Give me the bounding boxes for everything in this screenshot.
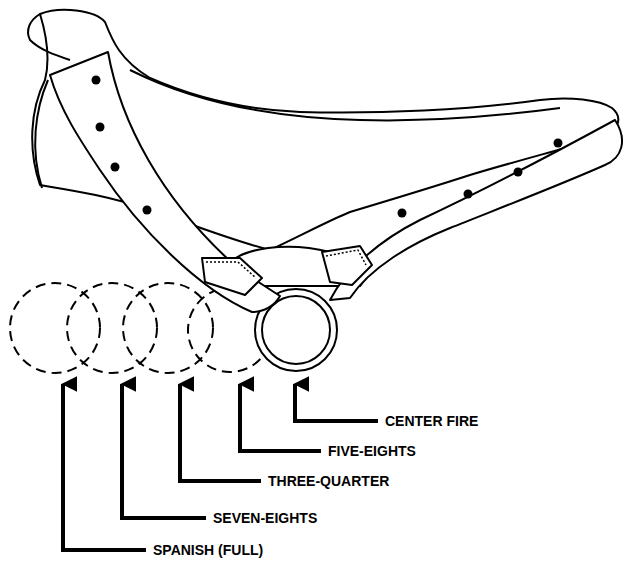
position-label: FIVE-EIGHTS <box>327 443 417 459</box>
position-label: SEVEN-EIGHTS <box>212 510 318 526</box>
position-label: SPANISH (FULL) <box>152 542 264 558</box>
leader-arrows <box>63 384 378 550</box>
position-label: CENTER FIRE <box>384 413 479 429</box>
position-label: THREE-QUARTER <box>267 473 390 489</box>
rivets <box>92 76 563 218</box>
saddle <box>10 10 622 373</box>
